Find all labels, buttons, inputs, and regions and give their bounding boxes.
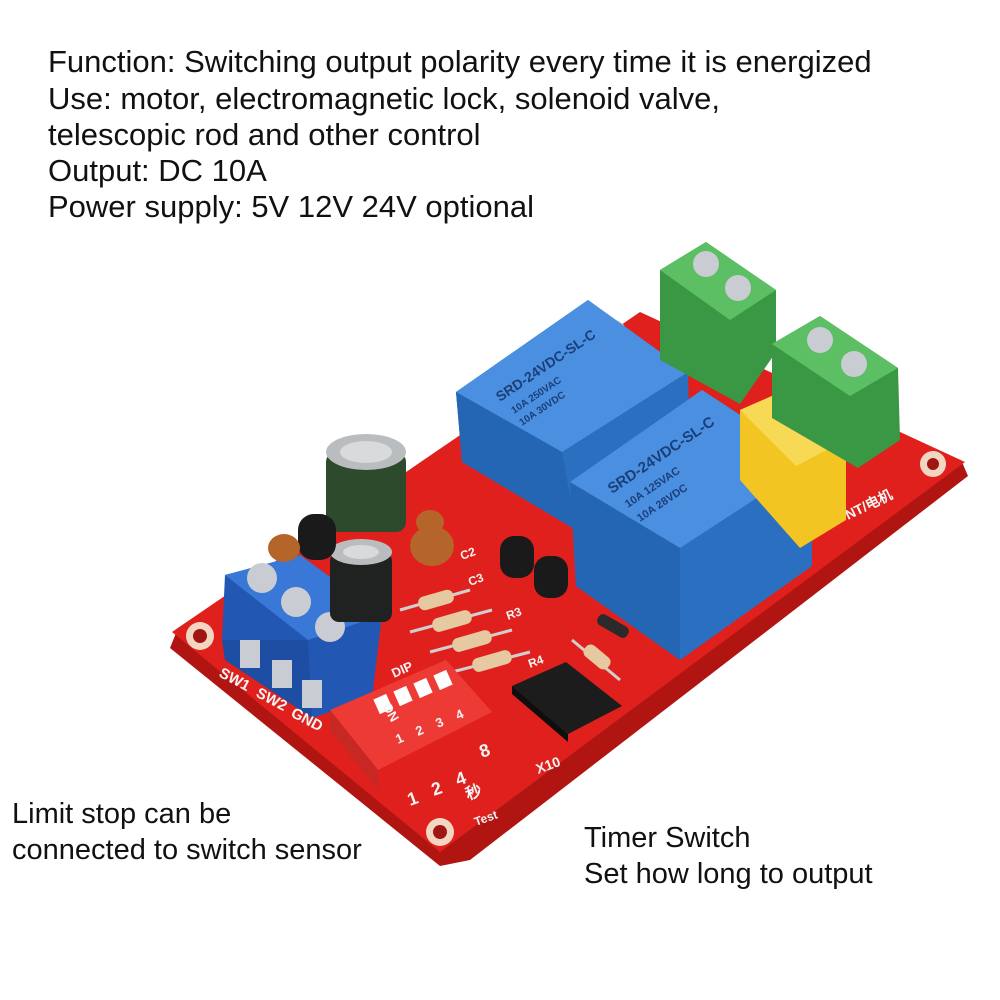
dip-toggle-2[interactable]: [393, 685, 413, 707]
c3-label: C3: [466, 570, 486, 589]
time-unit-label: 秒: [463, 780, 485, 803]
spec-output: Output: DC 10A: [48, 153, 267, 188]
ceramic-capacitor: [268, 534, 300, 562]
resistor: [409, 608, 493, 634]
ic-chip: [512, 662, 622, 742]
spec-function: Function: Switching output polarity ever…: [48, 44, 872, 79]
r3-label: R3: [504, 604, 524, 623]
output-terminal-block-1: [660, 242, 776, 404]
r4-label: R4: [526, 652, 546, 671]
spec-use-line2: telescopic rod and other control: [48, 117, 481, 152]
resistor: [429, 628, 513, 654]
electrolytic-capacitor: [330, 539, 392, 622]
resistor: [571, 638, 621, 682]
caption-limit-line1: Limit stop can be: [12, 798, 232, 830]
resistor: [399, 588, 471, 612]
screw-icon: [841, 351, 867, 377]
ceramic-capacitor: [416, 510, 444, 534]
output-terminal-block-2: [772, 316, 900, 468]
dip-toggle-3[interactable]: [413, 677, 433, 699]
transistor: [500, 536, 534, 578]
screw-icon: [281, 587, 311, 617]
screw-icon: [693, 251, 719, 277]
mounting-hole: [426, 818, 454, 846]
mounting-hole: [920, 451, 946, 477]
c2-label: C2: [458, 544, 478, 563]
dip-toggle-4[interactable]: [433, 669, 453, 691]
screw-icon: [247, 563, 277, 593]
electrolytic-capacitor: [326, 434, 406, 532]
screw-icon: [807, 327, 833, 353]
mounting-hole: [186, 622, 214, 650]
caption-limit-line2: connected to switch sensor: [12, 834, 362, 866]
caption-timer-line1: Timer Switch: [584, 822, 751, 854]
transistor: [534, 556, 568, 598]
dip-switch: [330, 660, 492, 790]
spec-use-line1: Use: motor, electromagnetic lock, soleno…: [48, 81, 720, 116]
caption-timer-line2: Set how long to output: [584, 858, 873, 890]
screw-icon: [725, 275, 751, 301]
dip-toggle-1[interactable]: [373, 693, 393, 715]
transistor: [298, 514, 336, 560]
spec-power: Power supply: 5V 12V 24V optional: [48, 189, 534, 224]
ceramic-capacitor: [410, 526, 454, 566]
resistor: [451, 650, 531, 674]
diode: [597, 614, 629, 638]
